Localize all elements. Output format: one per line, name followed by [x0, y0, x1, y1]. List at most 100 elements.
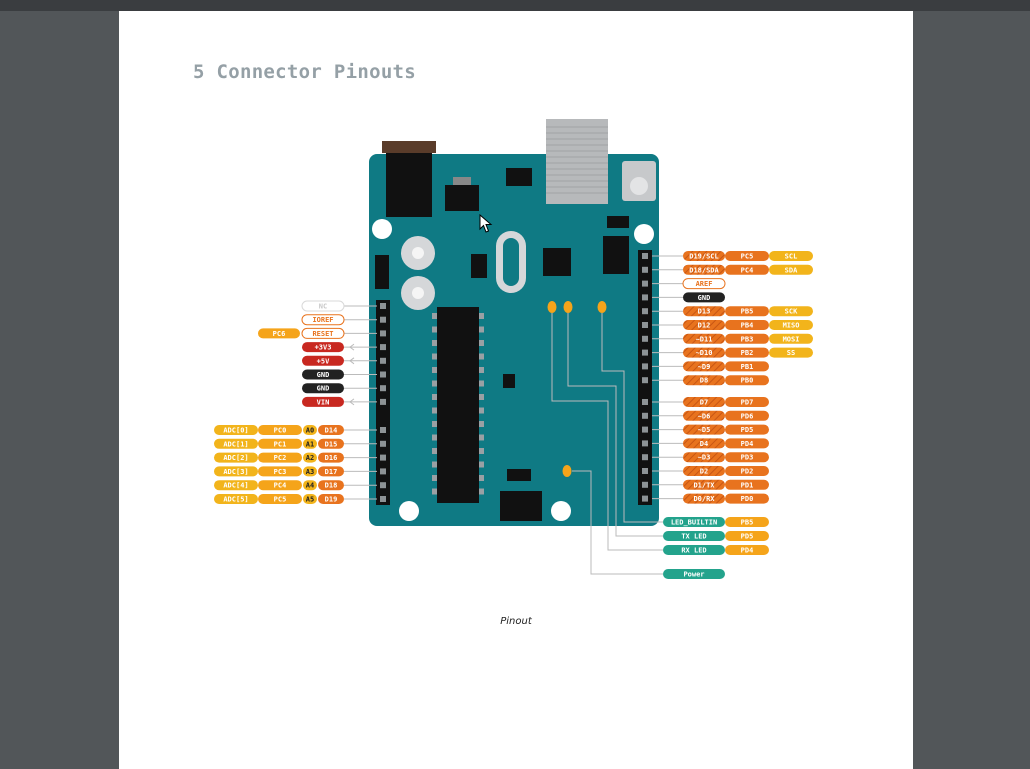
- right-pin-label-shape: [682, 278, 726, 290]
- leader-line: [567, 313, 663, 537]
- analog-label-shape: [303, 425, 317, 435]
- icsp-header: [603, 236, 629, 274]
- right-func-label-shape: [769, 264, 813, 275]
- mouse-pointer-icon: [479, 214, 493, 233]
- power-pin-label: +5V: [302, 355, 344, 366]
- adc-label: ADC[2]: [214, 452, 258, 463]
- onboard-led: [562, 465, 572, 477]
- right-func-label: SS: [769, 347, 813, 358]
- led-label-label: RX LED: [681, 547, 706, 555]
- adc-label: ADC[4]: [214, 480, 258, 491]
- right-pin-label: AREF: [682, 278, 726, 290]
- digital-label-label: D14: [325, 427, 338, 435]
- right-func-label-label: SCL: [785, 253, 798, 261]
- right-pin-label-label: D18/SDA: [689, 266, 719, 274]
- analog-label-label: A5: [306, 496, 314, 504]
- right-pin-label-label: D13: [698, 308, 711, 316]
- header-pin: [380, 398, 386, 405]
- right-pin-label-label: ~D3: [698, 454, 711, 462]
- chip-pin: [479, 461, 484, 468]
- chip-pin: [432, 461, 437, 468]
- chevron-left-icon: [349, 398, 355, 406]
- right-port-label-shape: [725, 466, 769, 476]
- right-port-label-label: PB4: [741, 322, 754, 330]
- right-port-label-label: PB1: [741, 363, 754, 371]
- port-label-shape: [258, 425, 302, 435]
- right-func-label-shape: [769, 320, 813, 330]
- port-label-shape: [258, 480, 302, 491]
- header-pin: [642, 280, 648, 287]
- chip-pin: [432, 367, 437, 373]
- right-pin-label: ~D5: [683, 424, 725, 435]
- led-label-shape: [663, 545, 725, 555]
- chip-pin: [432, 380, 437, 387]
- adc-label-label: ADC[0]: [223, 427, 248, 435]
- right-func-label-shape: [769, 251, 813, 261]
- right-pin-label-shape: [683, 292, 725, 303]
- right-port-label-shape: [725, 424, 769, 435]
- adc-label: ADC[0]: [214, 425, 258, 435]
- header-pin: [380, 385, 386, 392]
- power-pin-label-shape: [302, 369, 344, 380]
- header-pin: [380, 468, 386, 475]
- right-pin-label: D13: [683, 306, 725, 317]
- analog-label-label: A4: [306, 482, 314, 490]
- power-pin-label: IOREF: [301, 314, 345, 326]
- power-pin-label-label: GND: [317, 371, 330, 379]
- chip-pin: [479, 367, 484, 373]
- right-port-label-shape: [725, 493, 769, 504]
- right-port-label: PD2: [725, 466, 769, 476]
- power-pin-port: PC6: [258, 328, 300, 339]
- led-port-label-label: PB5: [741, 519, 754, 527]
- right-port-label-label: PD3: [741, 454, 754, 462]
- analog-label: A2: [303, 452, 317, 463]
- capacitor-top: [412, 287, 424, 299]
- power-pin-label-shape: [302, 355, 344, 366]
- op-amp: [471, 254, 487, 278]
- port-label-shape: [258, 494, 302, 504]
- right-port-label-label: PD6: [741, 412, 754, 420]
- header-pin: [642, 440, 648, 447]
- right-pin-label-label: ~D6: [698, 412, 711, 420]
- power-pin-label: GND: [302, 369, 344, 380]
- chip-pin: [432, 475, 437, 481]
- header-pin: [642, 412, 648, 419]
- power-pin-label-label: +3V3: [315, 344, 332, 352]
- analog-label-label: A3: [306, 468, 314, 476]
- digital-label: D16: [318, 452, 344, 463]
- right-func-label: SCL: [769, 251, 813, 261]
- right-pin-label: D0/RX: [683, 493, 725, 504]
- analog-label-shape: [303, 480, 317, 491]
- led-label-label: LED_BUILTIN: [671, 519, 717, 527]
- power-pin-port-label: PC6: [273, 330, 286, 338]
- analog-label: A4: [303, 480, 317, 491]
- right-func-label-label: SS: [787, 349, 795, 357]
- mounting-hole: [372, 219, 392, 239]
- right-pin-label-shape: [683, 320, 725, 330]
- chip-pin: [432, 488, 437, 495]
- chip-pin: [479, 394, 484, 400]
- right-pin-label-label: ~D9: [698, 363, 711, 371]
- chip-pin: [432, 313, 437, 319]
- mounting-hole: [634, 224, 654, 244]
- led-port-label-shape: [725, 531, 769, 541]
- right-pin-label-label: D4: [700, 440, 708, 448]
- right-port-label-shape: [725, 375, 769, 386]
- mounting-hole: [551, 501, 571, 521]
- chip-pin: [432, 434, 437, 441]
- smd-part: [503, 374, 515, 388]
- header-pin: [642, 349, 648, 356]
- chip-pin: [479, 475, 484, 481]
- right-func-label: SCK: [769, 306, 813, 317]
- right-port-label-label: PB0: [741, 377, 754, 385]
- header-pin: [380, 427, 386, 433]
- right-pin-label: ~D10: [683, 347, 725, 358]
- right-port-label-shape: [725, 320, 769, 330]
- adc-label: ADC[5]: [214, 494, 258, 504]
- right-func-label: MOSI: [769, 333, 813, 344]
- right-func-label-label: MISO: [783, 322, 800, 330]
- right-pin-label-shape: [683, 333, 725, 344]
- right-pin-label-label: ~D5: [698, 426, 711, 434]
- smd-part: [607, 216, 629, 228]
- document-page: 5 Connector Pinouts: [119, 11, 913, 769]
